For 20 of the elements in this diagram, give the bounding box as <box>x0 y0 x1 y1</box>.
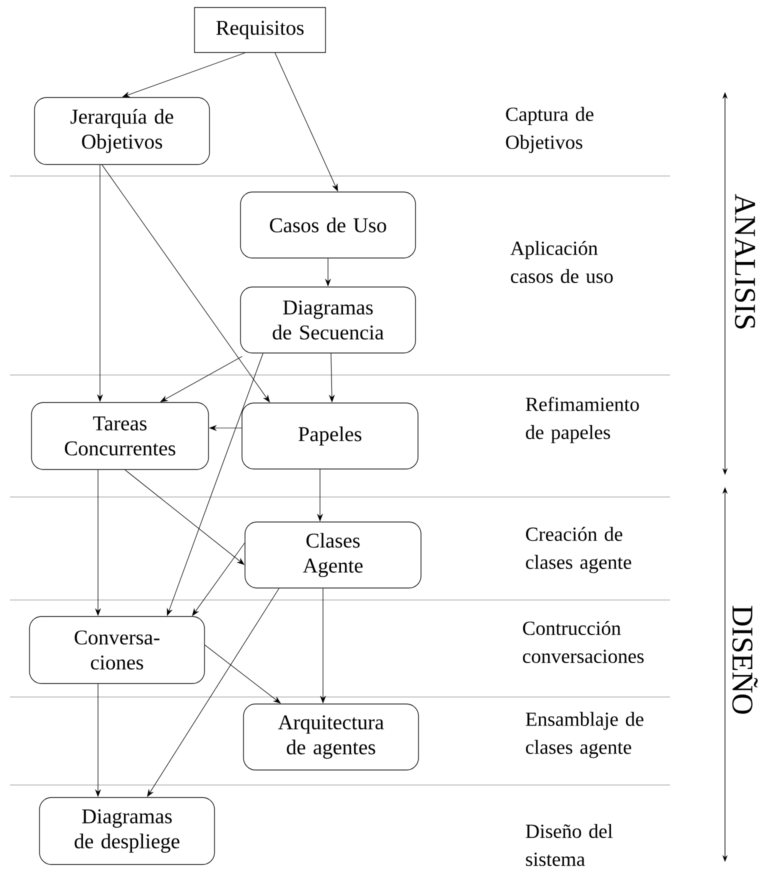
stage-label: Creación de clases agente <box>526 526 632 574</box>
input-box: Requisitos <box>194 7 326 53</box>
stage-label: Ensamblaje de clases agente <box>526 712 644 758</box>
stage-label: Contrucción conversaciones <box>522 620 644 664</box>
phase-title: ANALISIS <box>734 194 756 328</box>
stage-label: Captura de Objetivos <box>506 106 594 154</box>
stage-label: Diseño del sistema <box>526 824 613 866</box>
stage-label: Refimamiento de papeles <box>526 396 639 444</box>
process-box: Conversa- ciones <box>29 616 205 684</box>
process-box: Tareas Concurrentes <box>31 402 209 470</box>
process-box: Casos de Uso <box>240 192 416 258</box>
process-box: Arquitectura de agentes <box>243 704 419 770</box>
phase-title: DISEÑO <box>732 606 758 714</box>
process-box: Papeles <box>242 402 418 470</box>
process-box: Clases Agente <box>244 522 422 588</box>
process-box: Jerarquía de Objetivos <box>34 97 210 165</box>
arrow <box>160 356 242 402</box>
process-box: Diagramas de despliege <box>39 797 215 865</box>
process-box: Diagramas de Secuencia <box>240 286 416 354</box>
stage-label: Aplicación casos de uso <box>510 240 613 284</box>
